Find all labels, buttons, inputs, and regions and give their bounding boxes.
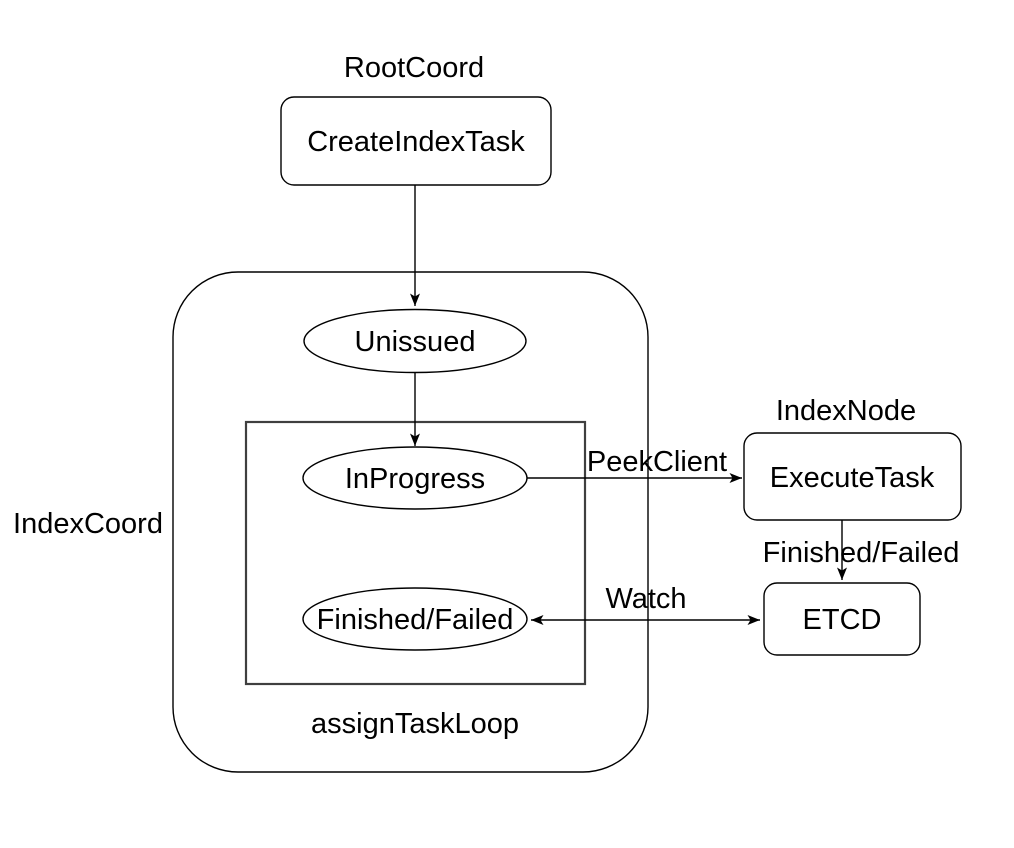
index-coord-container [172, 271, 649, 773]
label-root-coord: RootCoord [344, 52, 484, 84]
node-label-etcd: ETCD [803, 604, 882, 636]
node-create-index-task [280, 96, 552, 186]
node-etcd [763, 582, 921, 656]
node-label-in-progress: InProgress [345, 463, 485, 495]
label-index-node: IndexNode [776, 395, 916, 427]
edge-label-finished-failed: Finished/Failed [763, 537, 960, 569]
node-label-create-index-task: CreateIndexTask [307, 126, 525, 158]
node-finished-failed [302, 587, 528, 651]
node-label-execute-task: ExecuteTask [770, 462, 935, 494]
node-in-progress [302, 446, 528, 510]
edge-label-watch: Watch [605, 583, 686, 615]
node-label-finished-failed: Finished/Failed [317, 604, 514, 636]
label-assign-task-loop: assignTaskLoop [311, 708, 519, 740]
label-index-coord: IndexCoord [13, 508, 163, 540]
node-execute-task [743, 432, 962, 521]
node-label-unissued: Unissued [355, 326, 476, 358]
node-unissued [303, 308, 527, 374]
edge-label-peek-client: PeekClient [587, 446, 727, 478]
